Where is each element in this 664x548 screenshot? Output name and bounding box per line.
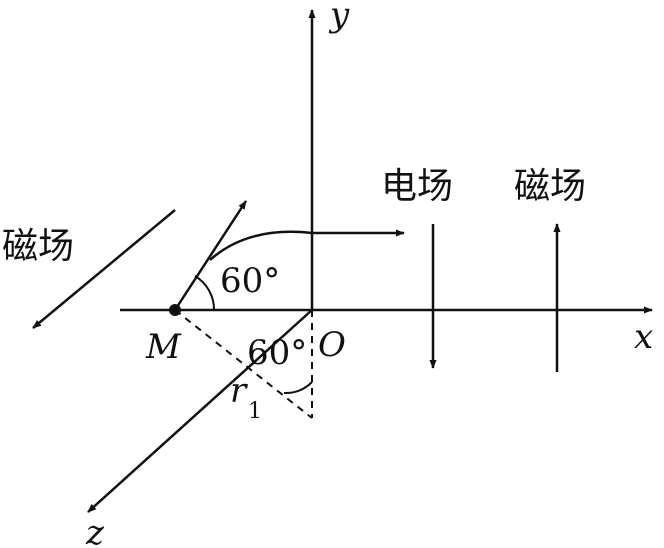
right-field-label: 磁场 [514, 166, 586, 207]
z-axis-label: z [85, 513, 105, 548]
projection-angle-label: 60° [247, 333, 307, 373]
y-axis-label: y [328, 0, 350, 35]
left-field-label: 磁场 [2, 226, 74, 267]
point-m-label: M [145, 327, 182, 367]
angle-arc-velocity [194, 275, 216, 311]
middle-field-label: 电场 [381, 166, 453, 207]
x-axis-label: x [634, 317, 653, 357]
velocity-angle-label: 60° [220, 261, 280, 301]
velocity-arrow [173, 200, 248, 311]
radius-label: r [230, 371, 248, 411]
origin-label: O [318, 325, 346, 365]
trajectory-arc [209, 230, 313, 261]
z-axis [87, 309, 313, 513]
radius-subscript: 1 [248, 399, 262, 424]
dashed-projection-line [174, 309, 313, 419]
left-field-arrow [32, 209, 176, 329]
angle-arc-projection [283, 381, 313, 395]
